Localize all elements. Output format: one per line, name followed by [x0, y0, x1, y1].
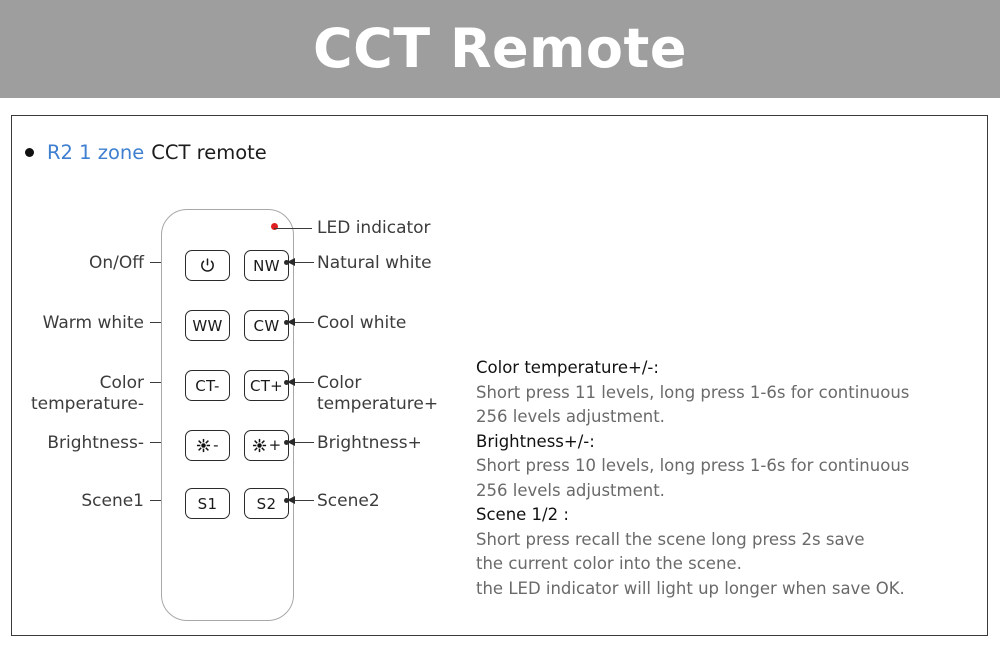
remote-button-warm-white[interactable]: WW [185, 310, 230, 341]
remote-button-scene1[interactable]: S1 [185, 488, 230, 519]
callout-label-on-off: On/Off [89, 253, 144, 273]
remote-button-brightness-minus[interactable]: - [185, 430, 230, 461]
power-icon [199, 257, 216, 274]
desc-line: 256 levels adjustment. [476, 480, 665, 500]
remote-button-natural-white[interactable]: NW [244, 250, 289, 281]
brightness-icon [196, 438, 211, 453]
callout-label-scene2: Scene2 [317, 491, 380, 511]
section-heading: R2 1 zone CCT remote [25, 141, 267, 164]
leader-line-natural-white [295, 262, 314, 263]
desc-line: 256 levels adjustment. [476, 407, 665, 426]
leader-dot-cool-white [284, 320, 289, 325]
description-text: Color temperature+/-: Short press 11 lev… [476, 356, 966, 601]
desc-heading-color-temperature: Color temperature+/-: [476, 358, 659, 377]
remote-button-cool-white[interactable]: CW [244, 310, 289, 341]
product-model-label: R2 1 zone [47, 141, 145, 164]
leader-line-led-indicator [274, 228, 312, 229]
leader-dot-scene2 [284, 498, 289, 503]
remote-button-label: CT+ [249, 376, 284, 395]
leader-dot-natural-white [284, 260, 289, 265]
remote-button-label: NW [253, 256, 280, 275]
callout-label-color-temperature-plus: Color temperature+ [317, 373, 439, 414]
desc-line: the current color into the scene. [476, 554, 742, 573]
content-panel: R2 1 zone CCT remote On/Off Warm white C… [11, 115, 988, 636]
remote-button-label: CW [253, 316, 280, 335]
remote-button-ct-plus[interactable]: CT+ [244, 370, 289, 401]
callout-label-scene1: Scene1 [81, 491, 144, 511]
led-indicator-icon [271, 223, 278, 230]
callout-label-color-temperature-minus: Color temperature- [31, 373, 144, 414]
desc-line: the LED indicator will light up longer w… [476, 578, 905, 598]
leader-dot-brightness-plus [284, 440, 289, 445]
remote-button-label: + [268, 436, 282, 454]
leader-arrow-cool-white [287, 318, 295, 326]
remote-button-label: S2 [256, 494, 277, 513]
remote-button-label: WW [192, 316, 223, 335]
remote-device: NW WW CW CT- CT+ [161, 209, 294, 621]
brightness-icon [252, 438, 267, 453]
leader-line-ct-plus [295, 382, 314, 383]
page-title: CCT Remote [313, 17, 687, 80]
remote-button-power[interactable] [185, 250, 230, 281]
desc-line: Short press 10 levels, long press 1-6s f… [476, 456, 910, 475]
callout-label-led-indicator: LED indicator [317, 218, 431, 238]
leader-dot-ct-plus [284, 380, 289, 385]
callout-label-brightness-minus: Brightness- [47, 433, 144, 453]
callout-label-natural-white: Natural white [317, 253, 432, 273]
remote-button-brightness-plus[interactable]: + [244, 430, 289, 461]
product-type-label: CCT remote [151, 141, 267, 164]
callout-label-warm-white: Warm white [42, 313, 144, 333]
remote-button-scene2[interactable]: S2 [244, 488, 289, 519]
remote-button-label: CT- [195, 376, 220, 395]
remote-button-ct-minus[interactable]: CT- [185, 370, 230, 401]
remote-button-label: - [213, 436, 219, 454]
remote-button-label: S1 [197, 494, 218, 513]
leader-arrow-scene2 [287, 496, 295, 504]
page-header: CCT Remote [0, 0, 1000, 98]
desc-line: Short press 11 levels, long press 1-6s f… [476, 382, 910, 402]
desc-line: Short press recall the scene long press … [476, 529, 865, 549]
leader-arrow-natural-white [287, 258, 295, 266]
bullet-dot-icon [25, 148, 34, 157]
leader-line-brightness-plus [295, 442, 314, 443]
callout-label-brightness-plus: Brightness+ [317, 433, 422, 453]
desc-heading-scene: Scene 1/2 : [476, 505, 569, 524]
callout-label-cool-white: Cool white [317, 313, 407, 333]
leader-line-scene2 [295, 500, 314, 501]
desc-heading-brightness: Brightness+/-: [476, 431, 595, 451]
leader-arrow-ct-plus [287, 378, 295, 386]
leader-line-cool-white [295, 322, 314, 323]
leader-arrow-brightness-plus [287, 438, 295, 446]
